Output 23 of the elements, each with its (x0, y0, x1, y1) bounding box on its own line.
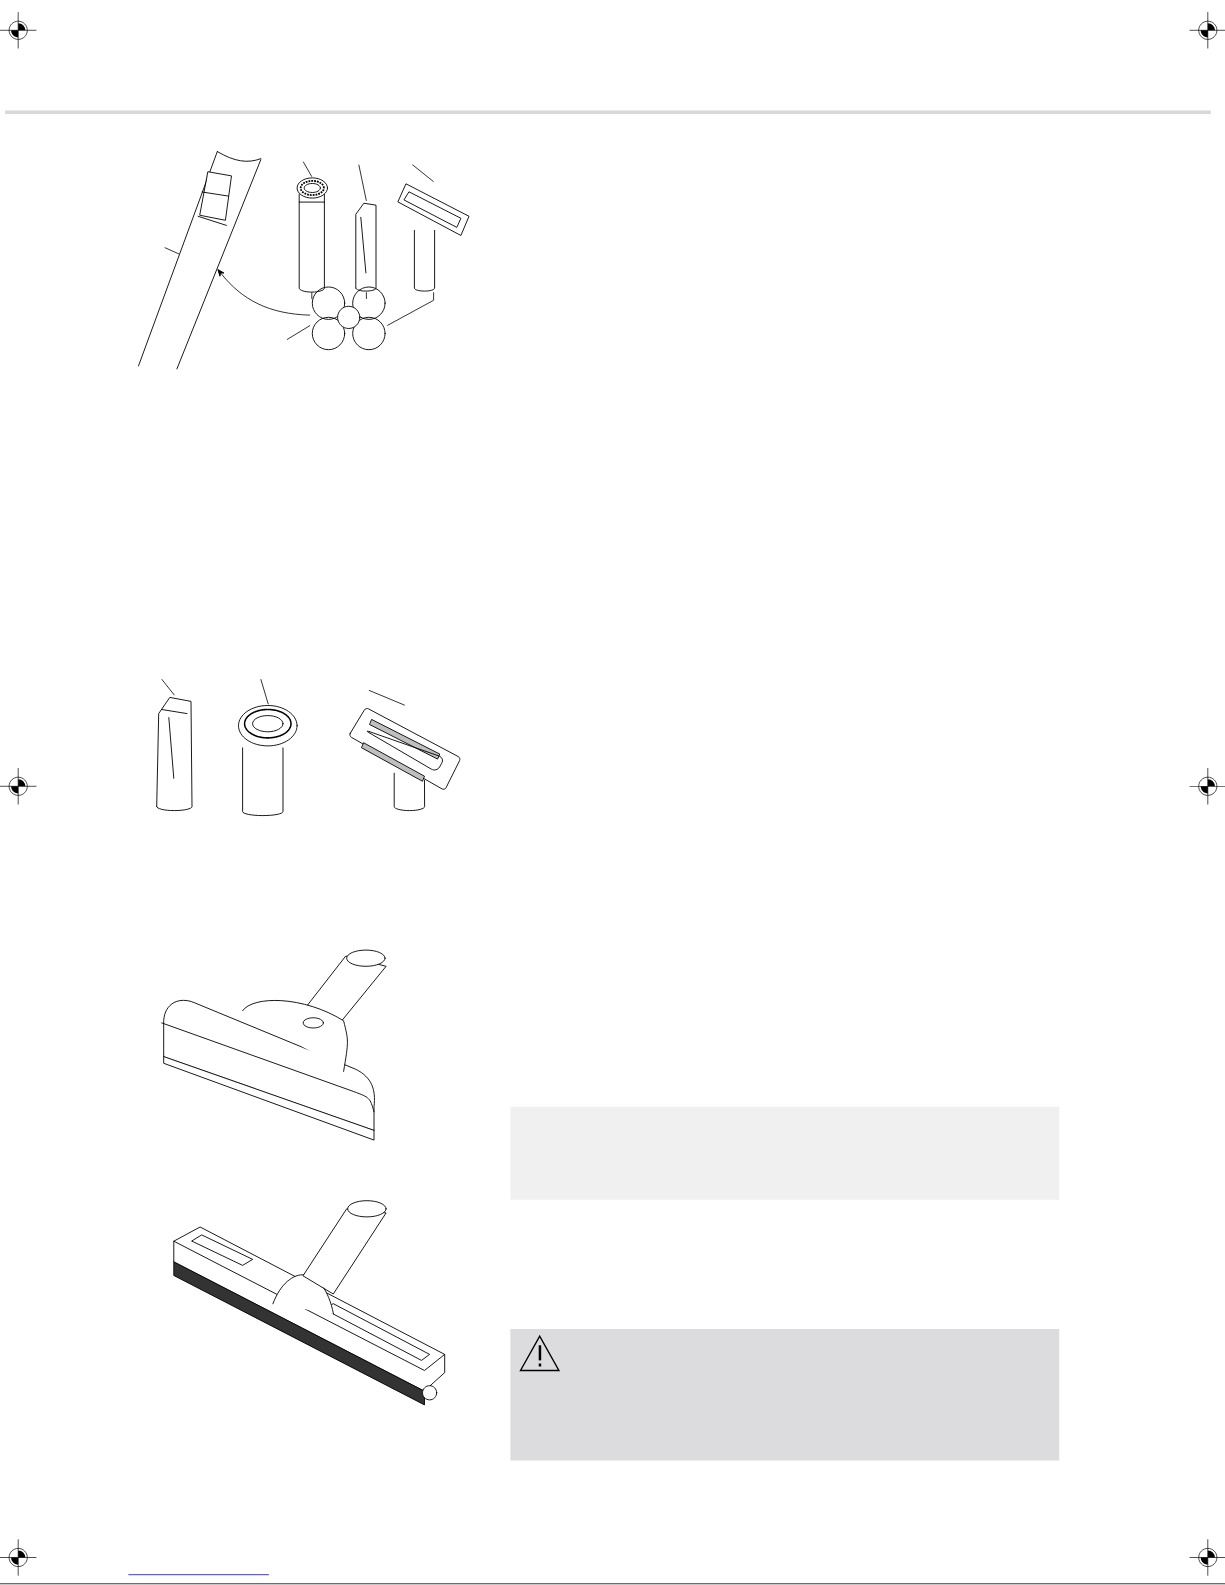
warning-panel (510, 1329, 1060, 1461)
leader-line (161, 678, 175, 696)
assembly-line (366, 291, 367, 300)
leader-line (368, 689, 406, 706)
arrow (217, 269, 311, 316)
brush-nozzle-drawing (238, 705, 298, 817)
assembly-line (386, 291, 434, 326)
turbo-nozzle-drawing (161, 949, 387, 1141)
assembly-line (311, 291, 313, 300)
holder-clip-drawing (311, 286, 386, 351)
tube-drawing (138, 151, 262, 370)
crevice-nozzle-drawing (156, 696, 193, 812)
leader-line (412, 164, 434, 183)
leader-line (286, 325, 311, 340)
upholstery-nozzle-drawing (349, 708, 461, 812)
leader-line (358, 164, 367, 202)
floor-nozzle-drawing (173, 1200, 446, 1406)
crevice-nozzle-drawing (355, 202, 377, 292)
brush-nozzle-drawing (296, 177, 328, 293)
leader-line (164, 247, 180, 255)
leader-line (260, 678, 269, 705)
leader-line (302, 161, 313, 178)
upholstery-nozzle-drawing (397, 183, 470, 292)
